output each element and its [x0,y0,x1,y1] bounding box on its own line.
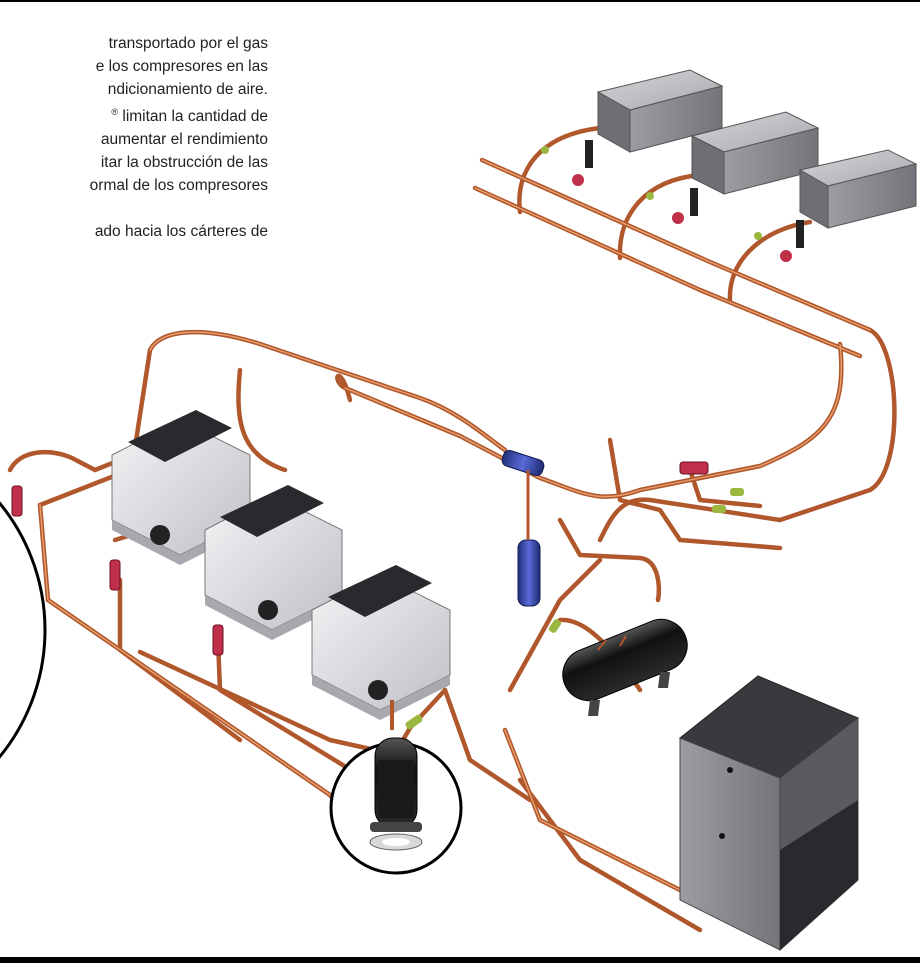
valve-icon [712,505,726,513]
evaporator-unit-icon [798,149,918,229]
valve-icon [646,188,698,224]
line-valves [405,488,744,730]
valve-icon [541,140,593,186]
filter-drier-icon [679,461,709,475]
compressor-rack [111,410,451,720]
text-line-3: ndicionamiento de aire. [107,81,268,98]
filter-drier-icon [109,559,121,591]
valve-icon [754,220,804,262]
text-line-8: ado hacia los cárteres de [94,223,268,241]
evaporator-unit-icon [596,69,724,153]
evaporator-unit-icon [690,111,820,195]
valve-icon [730,488,744,496]
compressor-icon [311,565,451,720]
registered-mark: ® [111,107,119,117]
text-line-6: itar la obstrucción de las [100,154,268,172]
text-line-4-body: limitan la cantidad de [122,108,268,126]
liquid-receiver-icon [562,618,688,716]
text-line-4: ® limitan la cantidad de [0,101,268,128]
callouts [0,501,463,875]
top-rule [0,0,920,2]
pipework [7,125,897,933]
text-line-5: aumentar el rendimiento [100,131,268,149]
valve-icon [548,619,562,633]
callout-circle-small [329,700,463,875]
bottom-rule [0,957,920,963]
valve-icon [405,714,423,730]
evaporator-units [541,69,918,262]
text-line-2: e los compresores en las [95,58,268,75]
description-text: transportado por el gas e los compresore… [0,32,268,243]
oil-separator-icon [501,449,545,607]
text-line-7: ormal de los compresores [89,177,268,195]
filter-driers [11,461,709,656]
filter-drier-icon [11,485,23,517]
filter-drier-icon [212,624,224,656]
callout-circle-large [0,501,47,759]
condenser-icon [679,675,859,952]
suction-accumulator-icon [369,700,423,851]
text-line-1: transportado por el gas [108,35,268,52]
